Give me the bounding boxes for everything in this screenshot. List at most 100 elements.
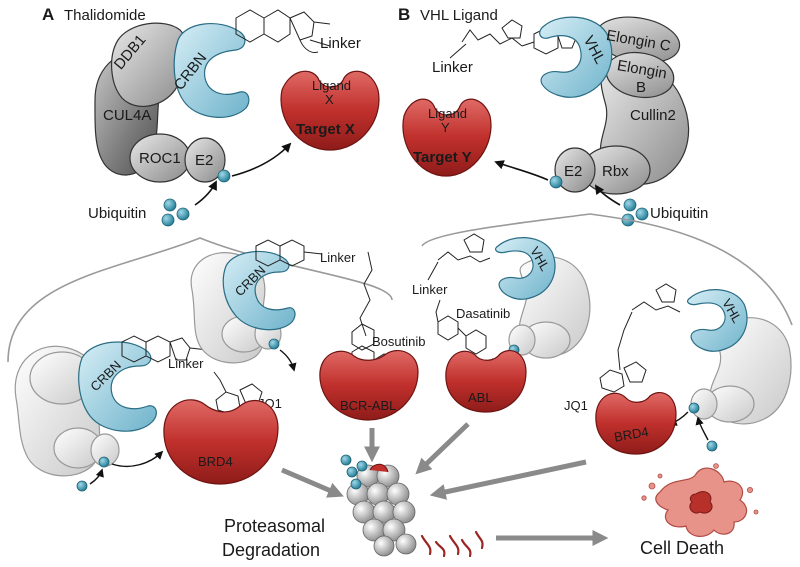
ubiquitin-pool-b1 xyxy=(623,198,637,212)
flow-arrow-4 xyxy=(429,459,587,500)
target-x-shape xyxy=(280,70,380,151)
panel-b-letter: B xyxy=(398,5,410,24)
panel-a-title: Thalidomide xyxy=(64,7,146,24)
brd4-shape-c xyxy=(163,399,279,485)
crbn-shape-a xyxy=(173,23,250,118)
cell-debris-3 xyxy=(657,473,663,479)
thalidomide-structure xyxy=(235,9,331,53)
vhl-shape-b xyxy=(539,16,613,98)
transfer-arrow-c xyxy=(111,450,164,468)
transfer-arrow-d xyxy=(279,349,297,372)
linker-label-d: Linker xyxy=(320,250,356,265)
ubiquitin-label-a: Ubiquitin xyxy=(88,205,146,222)
flow-arrow-1 xyxy=(281,467,344,498)
flow-arrow-3 xyxy=(415,422,470,475)
crbn-shape-c xyxy=(78,341,157,432)
elongin-b-label-2: B xyxy=(636,79,646,96)
linker-label-c: Linker xyxy=(168,356,204,371)
dasatinib-structure xyxy=(435,299,487,355)
ubiquitin-chain-3 xyxy=(350,478,362,490)
vhl-abl-complex: VHL Linker Dasatinib ABL xyxy=(412,233,591,413)
cell-debris-1 xyxy=(648,482,656,490)
panel-a: A Thalidomide DDB1 CRBN CUL4A ROC1 E2 Li… xyxy=(7,5,393,363)
transfer-arrow-b xyxy=(494,160,549,181)
cell-death-nucleus xyxy=(689,491,713,514)
ubiquitin-f-e2 xyxy=(688,402,700,414)
transfer-arrow-a xyxy=(231,142,292,177)
e2-label-b: E2 xyxy=(564,163,582,180)
ubiquitin-pool-a1 xyxy=(163,198,177,212)
abl-shape xyxy=(445,350,527,413)
ddb1-shape xyxy=(111,22,188,107)
linker-label-e: Linker xyxy=(412,282,448,297)
ubiquitin-e2-b xyxy=(549,175,563,189)
linker-label-a: Linker xyxy=(320,35,361,52)
ubiquitin-c-e2 xyxy=(98,456,110,468)
cell-debris-5 xyxy=(753,509,759,515)
cell-debris-2 xyxy=(641,495,647,501)
ubiquitin-chain-1 xyxy=(340,454,352,466)
cell-debris-6 xyxy=(713,463,719,469)
panel-b: B VHL Ligand Linker VHL Elongin C Elongi… xyxy=(398,5,793,326)
crbn-shape-d xyxy=(222,250,296,331)
brd4-label-d: BRD4 xyxy=(613,424,650,445)
abl-label: ABL xyxy=(468,390,493,405)
target-y-label: Target Y xyxy=(413,149,472,166)
target-y-ligand-1: Ligand xyxy=(428,106,467,121)
cullin2-label: Cullin2 xyxy=(630,107,676,124)
proteasome-shape xyxy=(346,463,417,557)
vhl-ligand-structure xyxy=(449,19,577,59)
ubiquitin-arrow-b xyxy=(594,184,621,206)
cell-death-area: Cell Death xyxy=(640,463,759,558)
proteasomal-label-2: Degradation xyxy=(222,540,320,560)
proteasomal-label-1: Proteasomal xyxy=(224,516,325,536)
brd4-shape-d xyxy=(595,392,677,455)
ubiquitin-label-b: Ubiquitin xyxy=(650,205,708,222)
proteasome-area: Proteasomal Degradation xyxy=(222,422,609,560)
ubiquitin-arrow-a xyxy=(194,180,217,206)
bcrabl-label: BCR-ABL xyxy=(340,398,396,413)
crbn-bcrabl-complex: CRBN Linker Bosutinib BCR-ABL xyxy=(190,239,425,421)
ubiquitin-arrow-f xyxy=(695,416,709,441)
roc1-label: ROC1 xyxy=(139,150,181,167)
ubiquitin-d-e2 xyxy=(268,338,280,350)
ubiquitin-e2-a xyxy=(217,169,231,183)
target-y-shape xyxy=(402,98,492,177)
cell-debris-4 xyxy=(747,486,754,493)
ubiquitin-arrow-c xyxy=(89,468,104,485)
panel-a-letter: A xyxy=(42,5,54,24)
target-x-label: Target X xyxy=(296,121,355,138)
bracket-b xyxy=(421,213,793,326)
bcrabl-shape xyxy=(319,350,419,421)
peptide-fragments xyxy=(420,530,484,558)
ubiquitin-f-free xyxy=(706,440,718,452)
bracket-a xyxy=(7,237,393,363)
jq1-label-d: JQ1 xyxy=(564,398,588,413)
vhl-shape-d xyxy=(687,289,748,352)
thalidomide-structure-d xyxy=(255,239,323,267)
rbx-label: Rbx xyxy=(602,163,629,180)
ubiquitin-c-free xyxy=(76,480,88,492)
jq1-structure-d xyxy=(599,361,647,393)
ubiquitin-pool-a3 xyxy=(161,213,175,227)
e2-shape-a xyxy=(184,137,226,183)
dasatinib-label: Dasatinib xyxy=(456,306,510,321)
brd4-label-c: BRD4 xyxy=(198,454,233,469)
target-x-ligand-2: X xyxy=(325,92,334,107)
ubiquitin-chain-4 xyxy=(356,460,368,472)
ubiquitin-pool-b2 xyxy=(635,207,649,221)
ubiquitin-pool-a2 xyxy=(176,207,190,221)
vhl-shape-c xyxy=(495,237,556,300)
target-y-ligand-2: Y xyxy=(441,120,450,135)
bosutinib-label: Bosutinib xyxy=(372,334,425,349)
e2-shape-b xyxy=(554,147,596,193)
vhl-brd4-complex: VHL JQ1 BRD4 xyxy=(564,283,792,455)
target-x-ligand-1: Ligand xyxy=(312,78,351,93)
vhl-ligand-structure-d xyxy=(617,283,681,371)
e2-label-a: E2 xyxy=(195,152,213,169)
linker-label-b: Linker xyxy=(432,59,473,76)
crbn-brd4-complex: CRBN Linker JQ1 BRD4 xyxy=(14,335,282,492)
cell-death-label: Cell Death xyxy=(640,538,724,558)
ubiquitin-chain-2 xyxy=(346,466,358,478)
